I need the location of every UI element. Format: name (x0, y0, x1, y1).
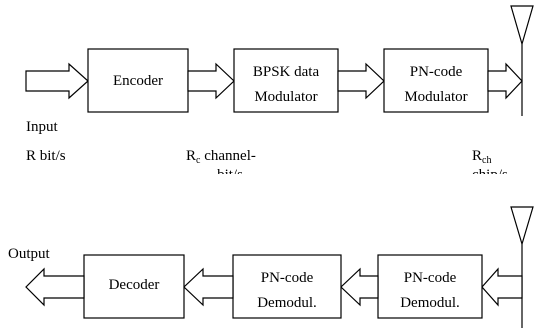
output-label: Output (8, 246, 51, 262)
bpsk-label-line1: BPSK data (253, 64, 320, 80)
input-arrow (25, 62, 89, 100)
output-arrow (25, 267, 85, 307)
bpsk-label-line2: Modulator (254, 89, 317, 105)
chip-rate-unit: chip/s (472, 167, 508, 183)
pn-demod1-block (232, 254, 342, 319)
input-label: Input (26, 119, 58, 135)
encoder-label: Encoder (113, 73, 163, 89)
antenna-to-demod2-arrow (481, 267, 523, 307)
channel-rate-label: Rc channel- (186, 148, 256, 166)
pn-mod-label-line1: PN-code (410, 64, 463, 80)
bpsk-to-pn-arrow (337, 62, 385, 100)
demod2-to-demod1-arrow (340, 267, 379, 307)
receiver-chain: PN-code Demodul. PN-code Demodul. Decode… (8, 206, 534, 328)
input-rate-label: R bit/s (26, 148, 66, 164)
transmitter-chain: Encoder BPSK data Modulator PN-code Modu… (25, 5, 534, 183)
bpsk-modulator-block (233, 48, 339, 113)
receive-antenna-icon (510, 206, 534, 328)
pn-demod2-label-line2: Demodul. (400, 295, 460, 311)
demod1-to-decoder-arrow (183, 267, 234, 307)
pn-mod-label-line2: Modulator (404, 89, 467, 105)
decoder-block (83, 254, 185, 319)
pn-demod2-label-line1: PN-code (404, 270, 457, 286)
chip-rate-label: Rch (472, 148, 491, 166)
pn-demod1-label-line1: PN-code (261, 270, 314, 286)
transmit-antenna-icon (510, 5, 534, 116)
pn-demod1-label-line2: Demodul. (257, 295, 317, 311)
pn-to-antenna-arrow (487, 62, 523, 100)
encoder-block (87, 48, 189, 113)
encoder-to-bpsk-arrow (187, 62, 235, 100)
channel-rate-unit: bit/s (217, 167, 243, 183)
decoder-label: Decoder (109, 277, 160, 293)
pn-modulator-block (383, 48, 489, 113)
